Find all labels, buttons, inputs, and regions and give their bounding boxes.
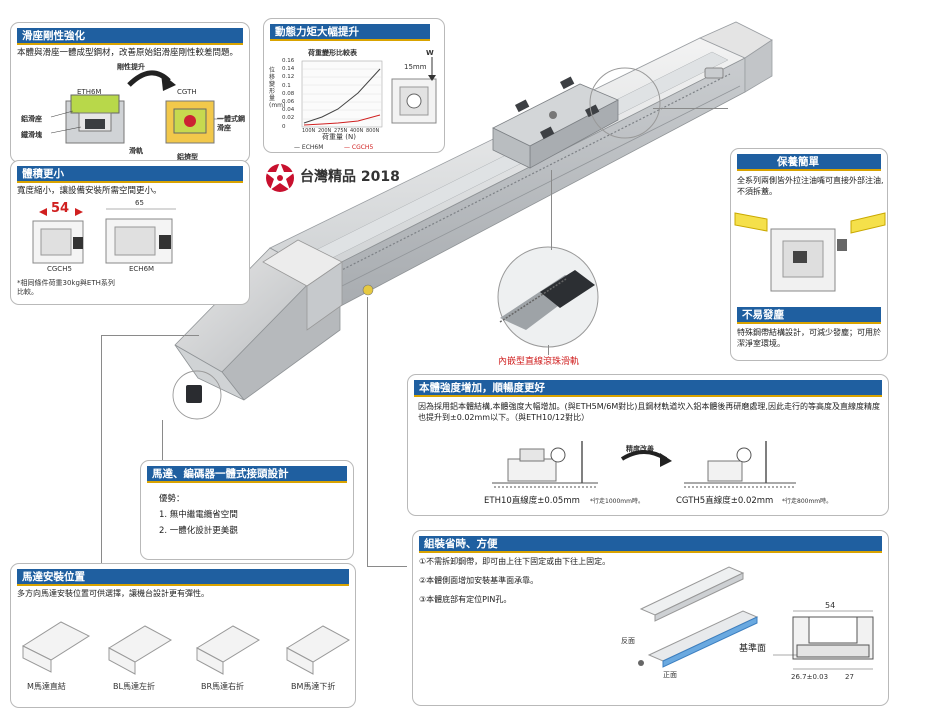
- panel-desc: 因為採用鋁本體結構,本體強度大幅增加。(與ETH5M/6M對比)且鋼材軌道坎入鋁…: [418, 402, 880, 422]
- arrow-label: 剛性提升: [117, 63, 145, 71]
- panel-title: 馬達、編碼器一體式接頭設計: [147, 466, 347, 483]
- series-cgch5-line: [303, 114, 381, 126]
- rail-callout-label: 內嵌型直線滾珠滑軌: [498, 357, 580, 367]
- slide-rigidity-panel: 滑座剛性強化 本體與滑座一體成型鋼材，改善原始鋁滑座剛性較差問題。 ETH6M …: [10, 22, 250, 163]
- legend-2: — CGCH5: [344, 144, 374, 151]
- label-cgch5: CGCH5: [47, 265, 72, 273]
- x-tick-label: 275N: [334, 128, 348, 134]
- label-ech6m: ECH6M: [129, 265, 155, 273]
- connector-line: [367, 566, 407, 567]
- advantage-item-2: 2. 一體化設計更美觀: [159, 526, 238, 536]
- motor-mount-panel: 馬達安裝位置 多方向馬達安裝位置可供選擇，讓機台設計更有彈性。 M馬達直結 BL…: [10, 563, 356, 708]
- x-tick-label: 800N: [366, 128, 380, 134]
- volume-note: *相同條件荷重30kg與ETH系列比較。: [17, 279, 115, 296]
- panel-title: 滑座剛性強化: [17, 28, 243, 45]
- connector-line: [548, 345, 549, 355]
- part-rail: 鐵滑塊: [21, 131, 42, 139]
- y-tick-label: 0.02: [282, 115, 295, 122]
- connector-line: [101, 335, 102, 565]
- panel-desc: 全系列兩側皆外拉注油嘴可直接外部注油,不須拆蓋。: [737, 176, 884, 196]
- x-tick-label: 100N: [302, 128, 316, 134]
- y-tick-label: 0.16: [282, 58, 295, 64]
- panel-desc: 本體與滑座一體成型鋼材，改善原始鋁滑座剛性較差問題。: [17, 48, 239, 58]
- connector-line: [367, 297, 368, 567]
- panel-title: 馬達安裝位置: [17, 569, 349, 586]
- left-note: *行走1000mm時。: [590, 498, 644, 505]
- assembly-panel: 組裝省時、方便 ①不需拆卸鋼帶，即可由上往下固定或由下往上固定。 ②本體側面增加…: [412, 530, 889, 706]
- volume-panel: 體積更小 寬度縮小，讓設備安裝所需空間更小。 54 65 CGCH5 ECH6M…: [10, 160, 250, 305]
- label-eth6m: ETH6M: [77, 88, 102, 96]
- w-label: W: [426, 49, 434, 57]
- straightness-compare-illustration: [492, 441, 796, 488]
- y-tick-label: 0.04: [282, 107, 295, 114]
- part-alu-slide: 鋁滑座: [21, 115, 42, 123]
- label-front: 正面: [663, 671, 677, 679]
- dim-65: 65: [135, 199, 144, 207]
- dim-54: 54: [825, 601, 836, 610]
- mount-option-bl: BL馬達左折: [113, 682, 155, 691]
- label-cgth: CGTH: [177, 88, 197, 96]
- mount-option-br: BR馬達右折: [201, 682, 245, 691]
- chart-ylabel: 位移變形量(mm): [269, 67, 286, 109]
- part-integrated: 一體式鋼滑座: [217, 115, 245, 132]
- panel-title: 體積更小: [17, 166, 243, 183]
- assembly-item-2: ②本體側面增加安裝基準面承靠。: [419, 576, 539, 585]
- part-track: 滑軌: [129, 147, 143, 155]
- y-tick-label: 0.08: [282, 90, 295, 97]
- y-tick-label: 0.12: [282, 74, 295, 81]
- y-tick-label: 0.1: [282, 82, 291, 89]
- part-alu-type: 鋁擠型: [177, 153, 198, 161]
- right-caption: CGTH5直線度±0.02mm: [676, 496, 774, 506]
- legend-1: — ECH6M: [294, 144, 324, 151]
- award-logo-icon: [265, 162, 295, 192]
- series-ech6m-line: [303, 68, 381, 124]
- panel-title: 保養簡單: [737, 154, 881, 171]
- y-tick-label: 0.06: [282, 99, 295, 105]
- load-deformation-chart: [301, 57, 437, 128]
- mount-options-illustration: [21, 621, 351, 675]
- left-caption: ETH10直線度±0.05mm: [484, 496, 580, 506]
- advantages-label: 優勢：: [159, 494, 185, 504]
- connector-line: [551, 170, 552, 250]
- panel-desc: 多方向馬達安裝位置可供選擇，讓機台設計更有彈性。: [17, 589, 209, 598]
- panel-title-2: 不易發塵: [737, 307, 881, 324]
- grease-fitting-illustration: [734, 212, 886, 292]
- chart-xlabel: 荷重量 (N): [322, 133, 356, 141]
- mount-option-m: M馬達直結: [27, 682, 66, 691]
- reference-surface-label: 基準面: [739, 644, 767, 654]
- connector-line: [653, 108, 728, 109]
- panel-title: 動態力矩大幅提升: [270, 24, 430, 41]
- motor-encoder-panel: 馬達、編碼器一體式接頭設計 優勢： 1. 無中繼電纜省空間 2. 一體化設計更美…: [140, 460, 354, 560]
- slide-compare-illustration: [50, 70, 223, 144]
- y-tick-label: 0: [282, 123, 286, 130]
- chart-title: 荷重變形比較表: [308, 49, 357, 57]
- dim-54: 54: [51, 201, 70, 216]
- assembly-illustration: [638, 566, 874, 670]
- connector-line: [101, 335, 199, 336]
- x-tick-label: 400N: [350, 128, 364, 134]
- arrow-label: 精度改善: [626, 445, 654, 453]
- y-tick-label: 0.14: [282, 66, 295, 73]
- label-back: 反面: [621, 637, 635, 645]
- mm-label: 15mm: [404, 63, 427, 71]
- volume-compare-illustration: [32, 208, 176, 264]
- dim-26-7: 26.7±0.03: [791, 673, 829, 681]
- strength-panel: 本體強度增加，順暢度更好 因為採用鋁本體結構,本體強度大幅增加。(與ETH5M/…: [407, 374, 889, 516]
- advantage-item-1: 1. 無中繼電纜省空間: [159, 510, 238, 520]
- x-tick-label: 200N: [318, 128, 332, 134]
- dim-27: 27: [845, 673, 854, 681]
- mount-option-bm: BM馬達下折: [291, 682, 336, 691]
- moment-panel: 動態力矩大幅提升 荷重變形比較表 位移變形量(mm) 荷重量 (N) — ECH…: [263, 18, 445, 153]
- panel-title: 本體強度增加，順暢度更好: [414, 380, 882, 397]
- assembly-item-1: ①不需拆卸鋼帶，即可由上往下固定或由下往上固定。: [419, 557, 611, 566]
- connector-line: [162, 420, 163, 470]
- panel-desc-2: 特殊鋼帶結構設計，可減少發塵；可用於潔淨室環境。: [737, 328, 881, 348]
- assembly-item-3: ③本體底部有定位PIN孔。: [419, 595, 512, 604]
- panel-desc: 寬度縮小，讓設備安裝所需空間更小。: [17, 186, 162, 196]
- panel-title: 組裝省時、方便: [419, 536, 882, 553]
- maintenance-panel: 保養簡單 全系列兩側皆外拉注油嘴可直接外部注油,不須拆蓋。 不易發塵 特殊鋼帶結…: [730, 148, 888, 361]
- award-text: 台灣精品 2018: [300, 169, 400, 185]
- right-note: *行走800mm時。: [782, 498, 833, 505]
